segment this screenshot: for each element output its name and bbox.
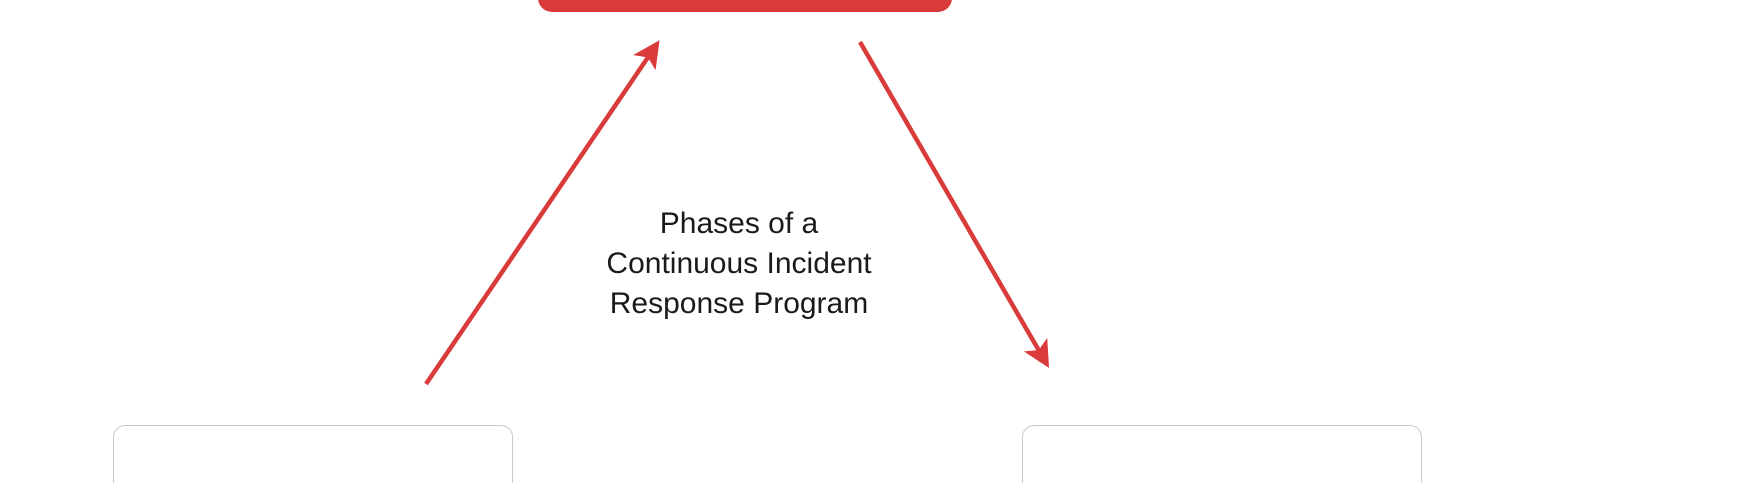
diagram-node-bottom-right[interactable] [1022,425,1429,483]
diagram-node-top[interactable] [538,0,952,12]
diagram-node-bottom-left[interactable] [113,425,520,483]
diagram-center-caption: Phases of a Continuous Incident Response… [606,207,872,320]
